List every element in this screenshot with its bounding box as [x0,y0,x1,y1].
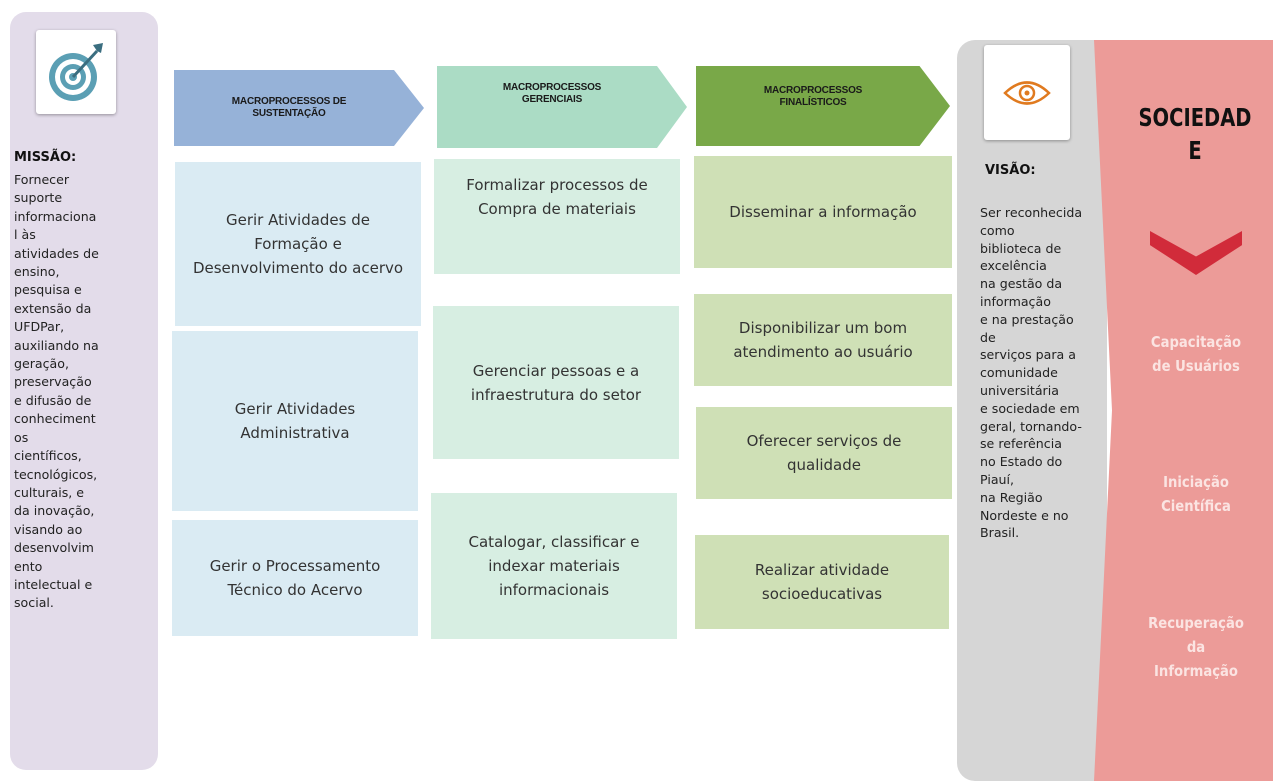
target-icon [49,43,103,101]
vision-text: Ser reconhecida como biblioteca de excel… [980,205,1083,541]
header-finalisticos: MACROPROCESSOS FINALÍSTICOS [696,66,950,146]
process-box-finalisticos-1: Disseminar a informação [694,156,952,268]
process-box-gerenciais-1: Formalizar processos de Compra de materi… [434,159,680,274]
header-gerenciais: MACROPROCESSOS GERENCIAIS [437,66,687,148]
society-title: SOCIEDAD E [1138,103,1252,165]
eye-icon [1003,80,1051,105]
vision-title: VISÃO: [985,163,1036,178]
mission-icon-card [36,30,116,114]
society-item-capacitacao: Capacitação de Usuários [1150,333,1242,375]
process-box-finalisticos-4: Realizar atividade socioeducativas [695,535,949,629]
society-item-recuperacao: Recuperação da Informação [1148,614,1244,680]
process-box-gerenciais-3: Catalogar, classificar e indexar materia… [431,493,677,639]
society-item-iniciacao: Iniciação Científica [1161,473,1231,515]
process-box-finalisticos-3: Oferecer serviços de qualidade [696,407,952,499]
header-sustentacao: MACROPROCESSOS DE SUSTENTAÇÃO [174,70,424,146]
process-box-gerenciais-2: Gerenciar pessoas e a infraestrutura do … [433,306,679,459]
process-box-sustentacao-2: Gerir Atividades Administrativa [172,331,418,511]
mission-title: MISSÃO: [14,150,77,165]
process-box-finalisticos-2: Disponibilizar um bom atendimento ao usu… [694,294,952,386]
vision-icon-card [984,45,1070,140]
vision-panel [957,40,1107,781]
mission-panel [10,12,158,770]
process-box-sustentacao-3: Gerir o Processamento Técnico do Acervo [172,520,418,636]
society-panel [1094,40,1273,781]
mission-text: Fornecer suporte informaciona l às ativi… [14,172,99,611]
process-box-sustentacao-1: Gerir Atividades de Formação e Desenvolv… [175,162,421,326]
